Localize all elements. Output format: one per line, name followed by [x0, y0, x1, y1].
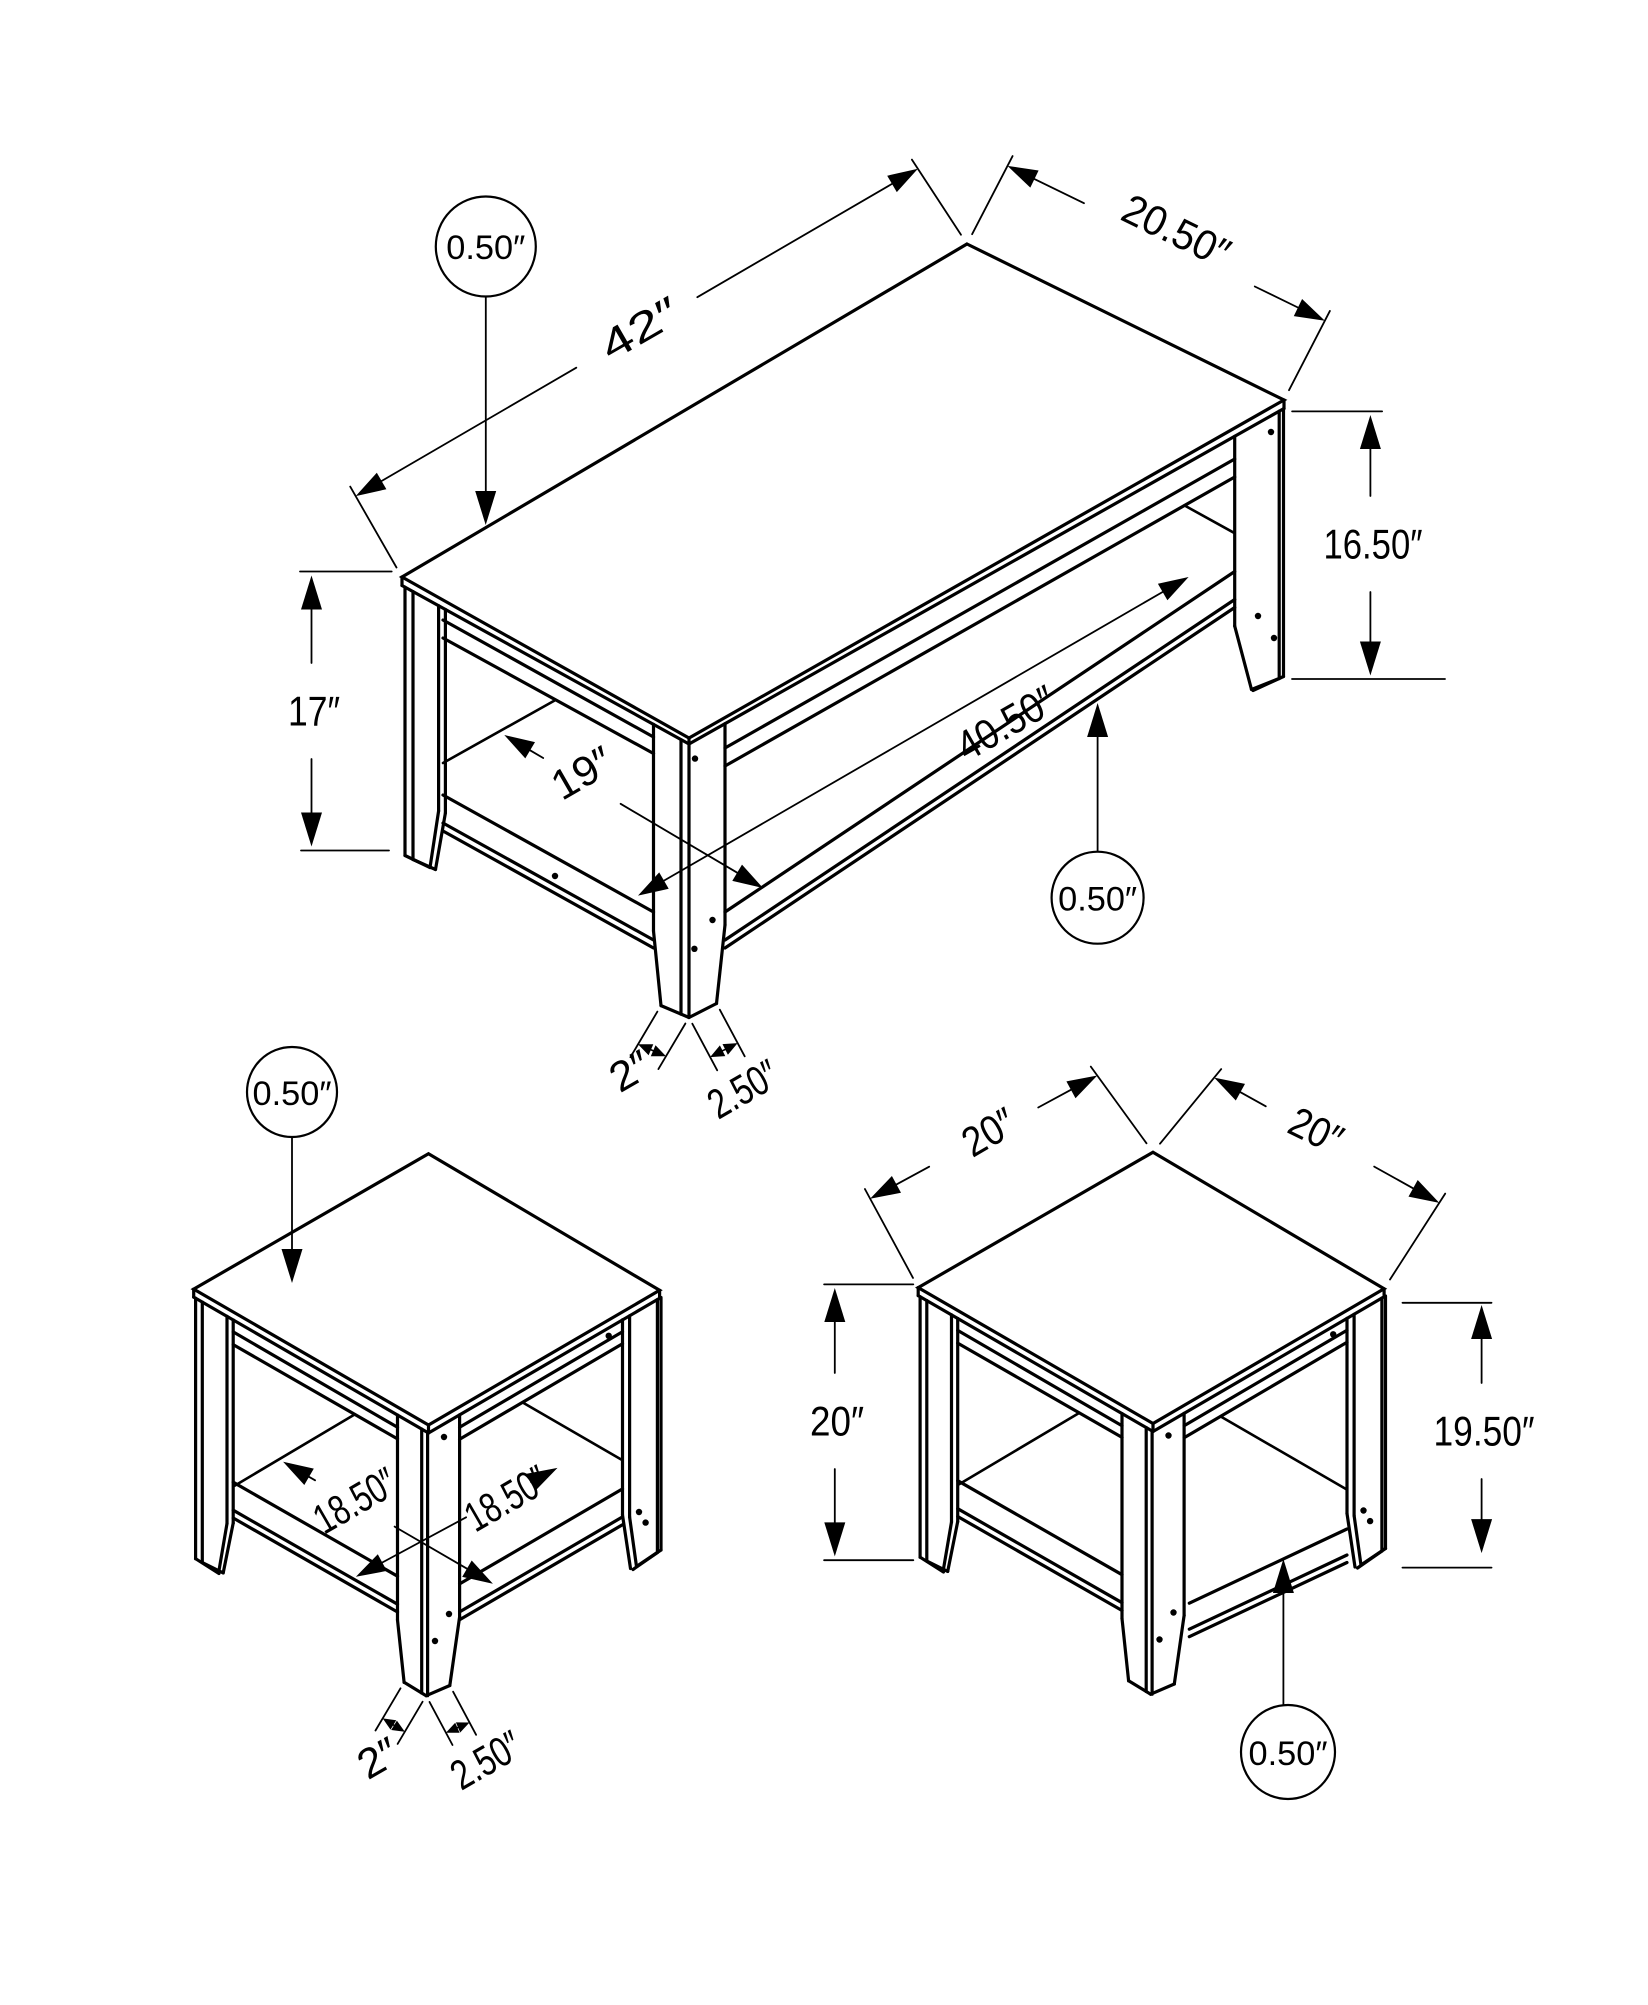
svg-text:0.50″: 0.50″ — [1249, 1735, 1328, 1773]
svg-text:20″: 20″ — [810, 1398, 864, 1445]
svg-text:0.50″: 0.50″ — [446, 229, 525, 267]
svg-text:17″: 17″ — [288, 688, 340, 735]
svg-text:19.50″: 19.50″ — [1434, 1408, 1535, 1455]
svg-text:16.50″: 16.50″ — [1324, 521, 1423, 568]
svg-text:0.50″: 0.50″ — [1058, 881, 1137, 919]
svg-text:0.50″: 0.50″ — [253, 1075, 332, 1113]
